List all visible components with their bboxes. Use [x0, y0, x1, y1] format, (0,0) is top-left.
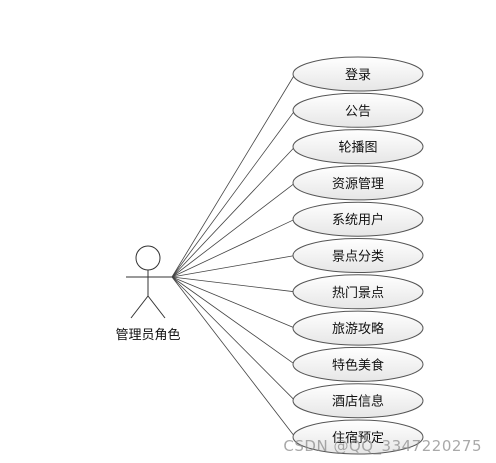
association-line [171, 276, 296, 293]
use-case: 旅游攻略 [292, 310, 424, 346]
use-case-ellipse [292, 346, 424, 382]
actor-right-leg [147, 295, 166, 319]
association-line [171, 276, 296, 329]
use-case-ellipse [292, 383, 424, 419]
association-line [171, 146, 296, 278]
use-case-label: 登录 [345, 68, 371, 83]
actor [126, 245, 172, 319]
use-case-label: 旅游攻略 [332, 321, 384, 337]
use-case-label: 系统用户 [332, 212, 384, 228]
use-case-ellipse [292, 165, 424, 201]
use-case-label: 热门景点 [332, 286, 384, 301]
use-case-label: 酒店信息 [332, 394, 384, 410]
association-lines [171, 73, 296, 438]
use-case: 住宿预定 [292, 419, 424, 455]
use-case-ellipse [292, 129, 424, 165]
use-case-label: 轮播图 [338, 141, 377, 156]
use-case-ellipse [292, 419, 424, 455]
association-line [171, 73, 296, 278]
association-line [171, 276, 296, 438]
use-case: 景点分类 [292, 238, 424, 273]
association-line [171, 276, 296, 365]
actor-left-leg [130, 295, 149, 319]
use-case-label: 景点分类 [332, 250, 384, 265]
use-case-ellipse [292, 274, 424, 310]
use-case-ellipse [292, 238, 424, 273]
use-case-ellipse [292, 56, 424, 92]
use-case: 资源管理 [292, 165, 424, 201]
association-line [171, 182, 296, 278]
use-case-label: 住宿预定 [332, 430, 384, 446]
use-case-ellipse [292, 310, 424, 346]
actor-head [135, 245, 161, 271]
use-case: 热门景点 [292, 274, 424, 310]
association-line [171, 255, 296, 278]
use-case-ellipse [292, 92, 424, 128]
use-case: 系统用户 [292, 201, 424, 237]
use-case: 特色美食 [292, 346, 424, 382]
use-case: 公告 [292, 92, 424, 128]
actor-label: 管理员角色 [115, 327, 180, 343]
use-case: 登录 [292, 56, 424, 92]
use-case-label: 公告 [345, 104, 371, 119]
use-case-label: 资源管理 [332, 177, 384, 192]
use-case: 酒店信息 [292, 383, 424, 419]
watermark: CSDN @QQ_3347220275 [283, 437, 482, 455]
association-line [171, 110, 296, 278]
use-case-ellipse [292, 201, 424, 237]
use-case-label: 特色美食 [332, 357, 384, 373]
association-line [171, 276, 296, 401]
association-line [171, 218, 296, 278]
use-case: 轮播图 [292, 129, 424, 165]
